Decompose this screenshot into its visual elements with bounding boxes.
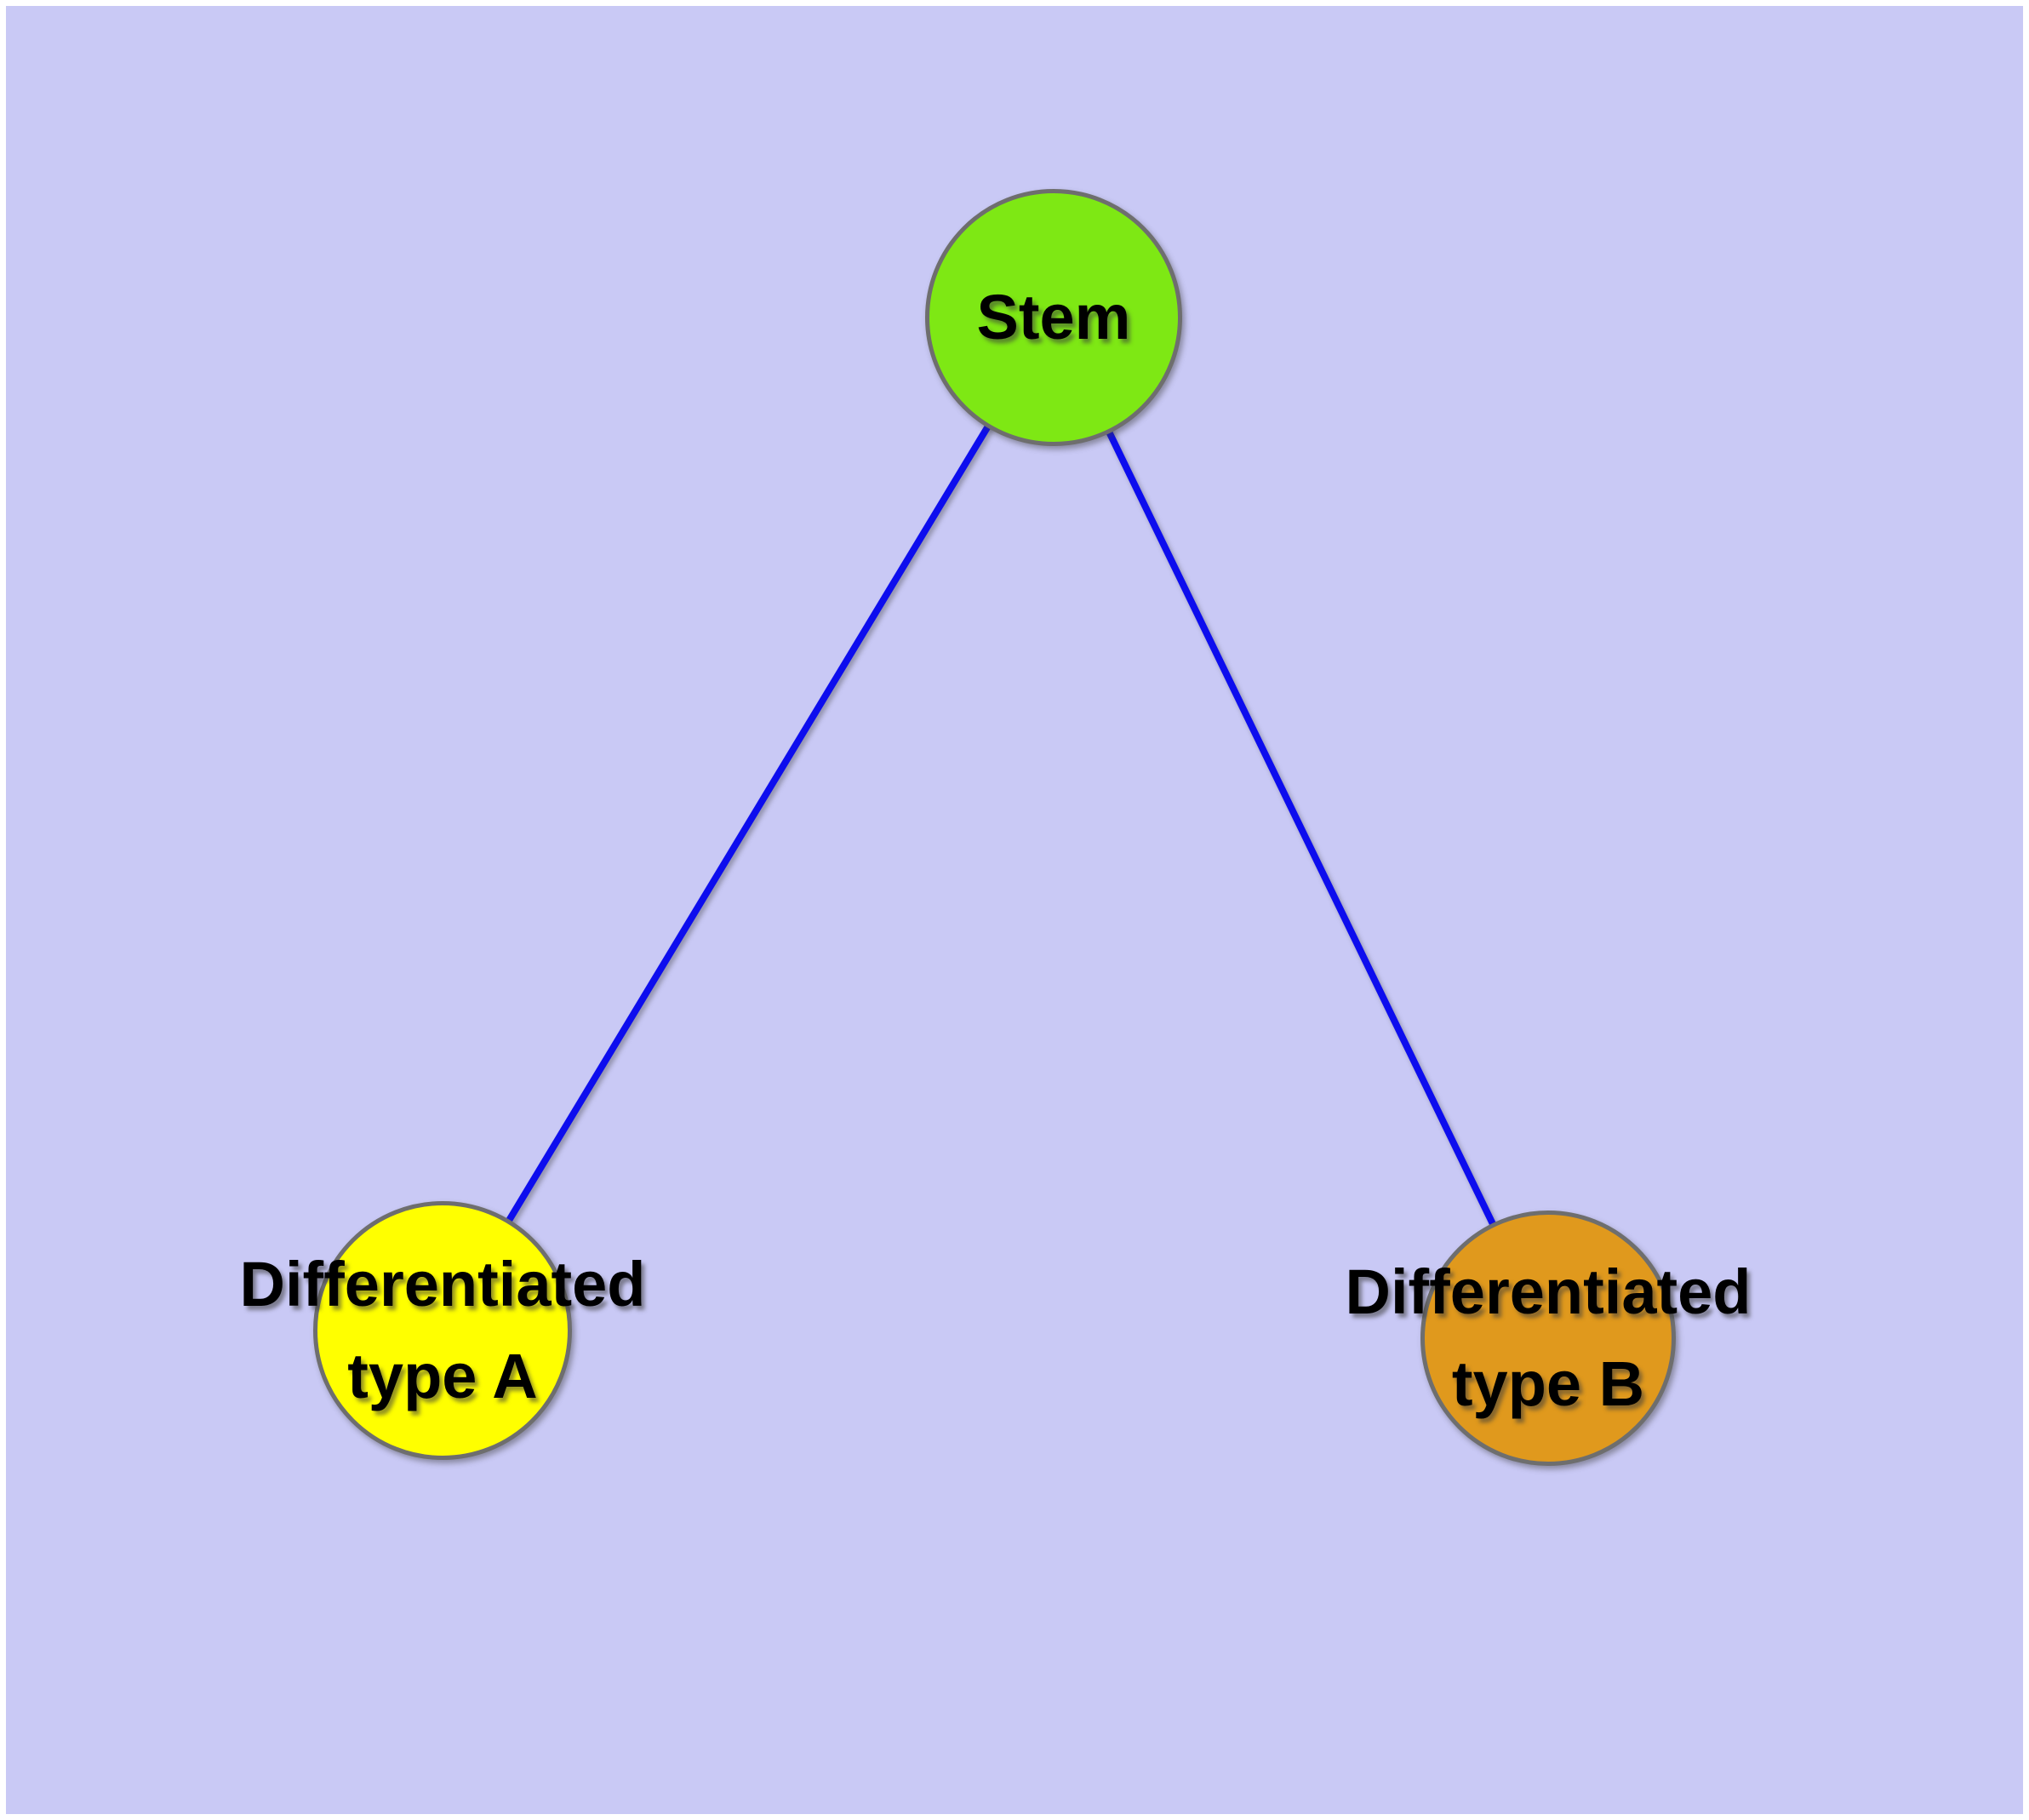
node-stem-label-line: Stem: [976, 282, 1131, 352]
node-type-b: [1420, 1210, 1676, 1466]
node-type-a-label: Differentiated type A: [240, 1239, 646, 1422]
node-type-a-label-line-2: type A: [347, 1341, 538, 1411]
node-stem-label: Stem: [977, 272, 1131, 363]
node-type-b-label-line-2: type B: [1451, 1348, 1645, 1419]
node-stem: [925, 189, 1182, 446]
node-type-b-label: Differentiated type B: [1346, 1246, 1752, 1430]
node-type-a-label-line-1: Differentiated: [239, 1249, 646, 1319]
node-type-b-label-line-1: Differentiated: [1345, 1256, 1752, 1327]
node-type-a: [313, 1201, 572, 1460]
edge-stem-to-type-a: [439, 315, 1057, 1333]
edge-stem-to-type-b: [1050, 316, 1552, 1340]
